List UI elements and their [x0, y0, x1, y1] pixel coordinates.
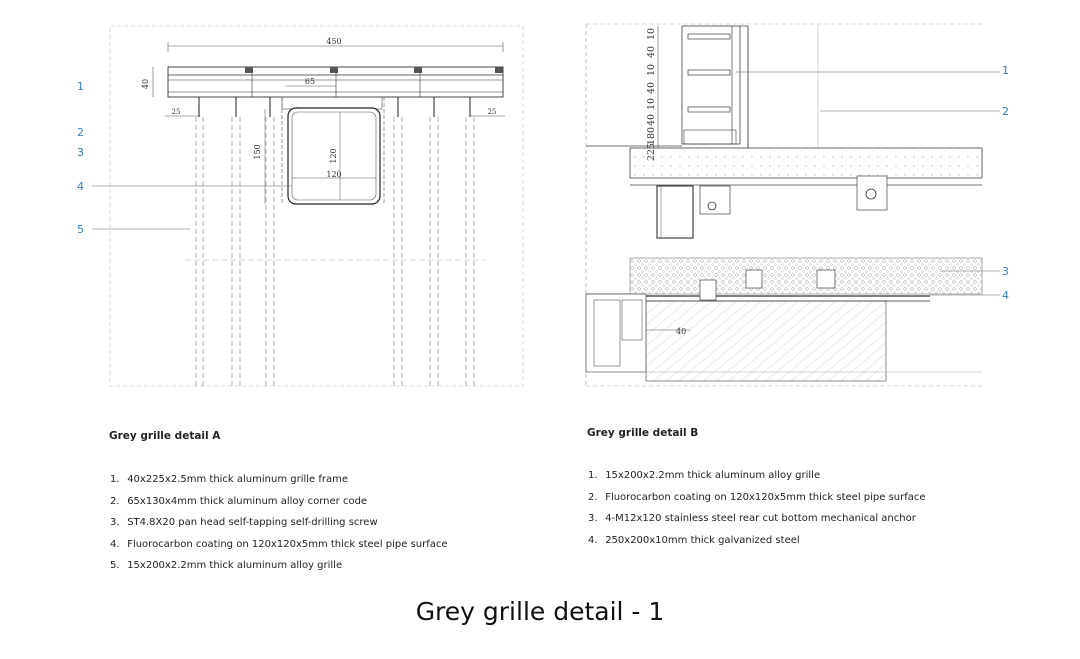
dim-b-v2: 10: [646, 64, 657, 76]
note-a-4: 4. Fluorocarbon coating on 120x120x5mm t…: [110, 538, 448, 550]
detail-b-caption: Grey grille detail B: [587, 427, 699, 439]
note-b-4: 4. 250x200x10mm thick galvanized steel: [588, 534, 800, 546]
detail-a-caption: Grey grille detail A: [109, 430, 221, 442]
note-a-1: 1. 40x225x2.5mm thick aluminum grille fr…: [110, 474, 349, 485]
callout-b-4: 4: [1002, 289, 1009, 302]
callout-b-1: 1: [1002, 64, 1009, 77]
dim-left25: 25: [172, 108, 181, 116]
dim-h150: 150: [253, 144, 262, 159]
dim-b-v5: 40: [646, 114, 657, 126]
note-a-2: 2. 65x130x4mm thick aluminum alloy corne…: [110, 495, 368, 507]
dim-pipe-h: 120: [329, 148, 338, 163]
dim-width: 450: [326, 37, 341, 46]
dim-b-v6: 180: [646, 127, 657, 145]
note-a-5: 5. 15x200x2.2mm thick aluminum alloy gri…: [110, 560, 343, 571]
callout-b-3: 3: [1002, 265, 1009, 278]
note-b-1: 1. 15x200x2.2mm thick aluminum alloy gri…: [588, 470, 821, 481]
callout-a-4: 4: [77, 180, 84, 193]
dim-b-v0: 10: [646, 28, 657, 40]
dim-corner: 65: [305, 77, 315, 86]
dim-b-40: 40: [676, 327, 686, 336]
dim-pipe-w: 120: [326, 170, 341, 179]
note-b-2: 2. Fluorocarbon coating on 120x120x5mm t…: [588, 491, 926, 503]
dim-right25: 25: [488, 108, 497, 116]
detail-a-notes: 1. 40x225x2.5mm thick aluminum grille fr…: [110, 469, 448, 577]
note-b-3: 3. 4-M12x120 stainless steel rear cut bo…: [588, 513, 916, 524]
callout-a-1: 1: [77, 80, 84, 93]
detail-b-drawing: 10 40 10 40 10 40 180 225: [585, 23, 1009, 387]
dim-b-v3: 40: [646, 82, 657, 94]
callout-a-5: 5: [77, 223, 84, 236]
callout-a-2: 2: [77, 126, 84, 139]
detail-a-drawing: 450 40 65 25 25 120 120: [77, 25, 524, 387]
page-title: Grey grille detail - 1: [415, 597, 665, 626]
note-a-3: 3. ST4.8X20 pan head self-tapping self-d…: [110, 517, 378, 528]
dim-b-v1: 40: [646, 46, 657, 58]
detail-b-notes: 1. 15x200x2.2mm thick aluminum alloy gri…: [588, 465, 926, 551]
dim-b-v4: 10: [646, 98, 657, 110]
dim-h40: 40: [141, 79, 150, 89]
callout-b-2: 2: [1002, 105, 1009, 118]
callout-a-3: 3: [77, 146, 84, 159]
